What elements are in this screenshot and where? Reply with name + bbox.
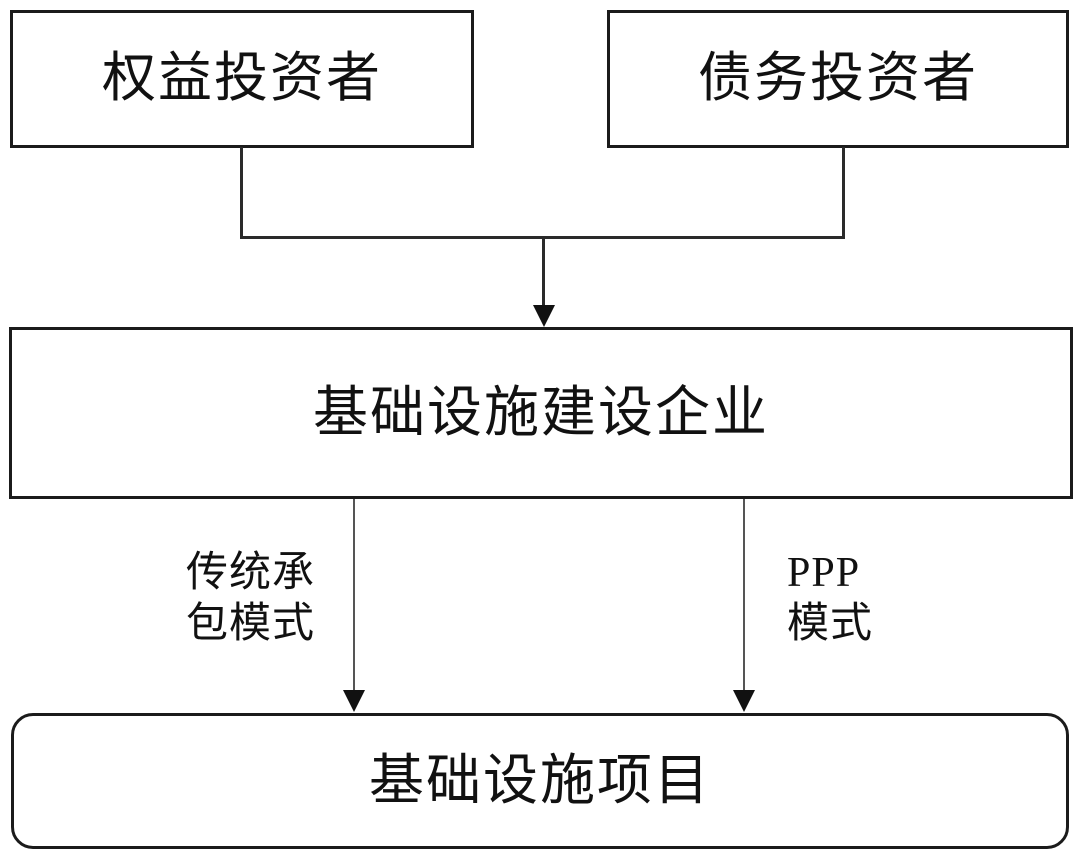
node-debt-investors[interactable]: 债务投资者 — [607, 10, 1069, 148]
node-construction-enterprise[interactable]: 基础设施建设企业 — [9, 327, 1073, 499]
connector-merge-down-line — [542, 236, 545, 306]
node-debt-investors-label: 债务投资者 — [698, 48, 978, 109]
connector-ppp-mode-line — [743, 499, 745, 691]
arrowhead-down-icon — [533, 305, 555, 327]
arrowhead-down-icon — [343, 690, 365, 712]
node-equity-investors[interactable]: 权益投资者 — [10, 10, 474, 148]
edge-label-ppp-mode: PPP 模式 — [787, 550, 874, 648]
arrowhead-down-icon — [733, 690, 755, 712]
connector-debt-drop-line — [842, 147, 845, 237]
node-infrastructure-project[interactable]: 基础设施项目 — [11, 713, 1069, 849]
connector-equity-drop-line — [240, 147, 243, 237]
edge-label-traditional-contracting: 传统承 包模式 — [185, 550, 315, 648]
node-construction-enterprise-label: 基础设施建设企业 — [312, 381, 769, 443]
connector-traditional-contracting-line — [353, 499, 355, 691]
node-equity-investors-label: 权益投资者 — [102, 48, 382, 109]
node-infrastructure-project-label: 基础设施项目 — [368, 749, 711, 811]
